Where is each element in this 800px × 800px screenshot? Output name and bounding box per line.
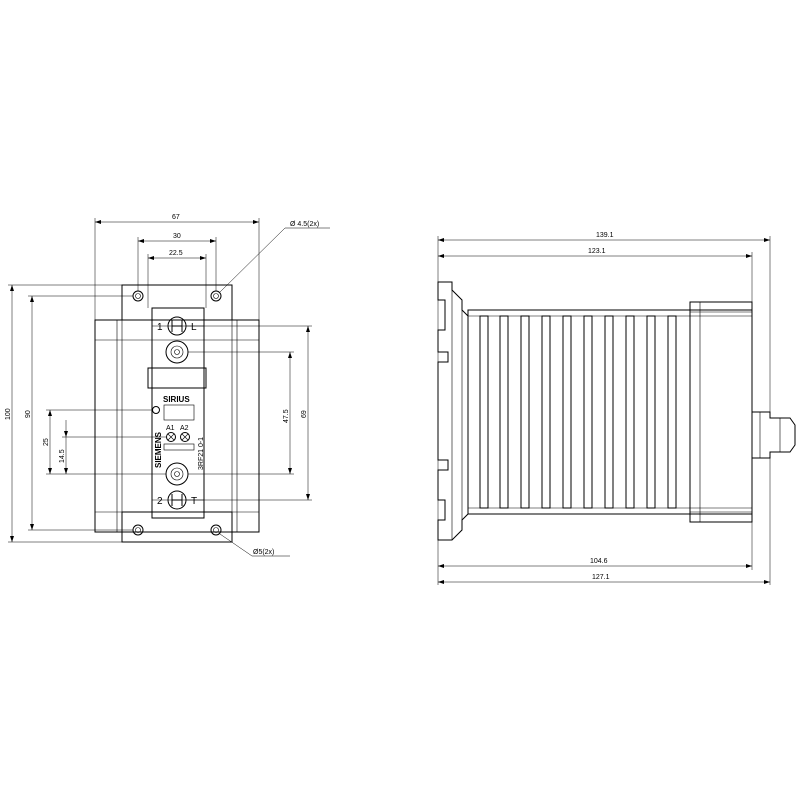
relay-body	[151, 307, 205, 519]
terminal-1-label: 1	[157, 322, 163, 333]
dimension-25: 25	[43, 409, 166, 475]
dimension-139-1: 139.1	[438, 232, 770, 242]
bottom-right-mount-hole	[210, 524, 222, 536]
top-left-mount-hole	[132, 290, 144, 302]
svg-text:Ø5(2x): Ø5(2x)	[253, 549, 274, 556]
dimension-14-5: 14.5	[59, 420, 166, 474]
terminal-a1-label: A1	[166, 425, 175, 432]
order-number: 3RF21 0-1	[198, 437, 205, 470]
sirius-brand: SIRIUS	[163, 395, 190, 404]
label-window	[147, 367, 207, 389]
terminal-t-label: T	[191, 496, 197, 507]
control-terminal-a2	[180, 432, 190, 442]
bottom-left-mount-hole	[132, 524, 144, 536]
cooling-fins	[479, 315, 677, 509]
dimension-127-1: 127.1	[438, 574, 770, 584]
svg-text:Ø 4.5(2x): Ø 4.5(2x)	[290, 221, 319, 228]
end-cap	[689, 301, 753, 523]
terminal-2-label: 2	[157, 496, 163, 507]
hole-leader-top: Ø 4.5(2x)	[219, 221, 330, 293]
dimension-30: 30	[137, 233, 217, 291]
dimension-67: 67	[94, 214, 260, 320]
svg-text:47.5: 47.5	[283, 409, 290, 423]
svg-text:123.1: 123.1	[588, 248, 606, 255]
svg-text:90: 90	[25, 410, 32, 418]
svg-text:25: 25	[43, 438, 50, 446]
terminal-l-label: L	[191, 322, 197, 333]
dimension-100: 100	[5, 284, 122, 543]
svg-text:127.1: 127.1	[592, 574, 610, 581]
svg-text:67: 67	[172, 214, 180, 221]
svg-text:139.1: 139.1	[596, 232, 614, 239]
bottom-mounting-tab	[121, 511, 233, 543]
lower-load-screw	[165, 462, 189, 486]
dimension-69: 69	[186, 325, 312, 501]
svg-text:14.5: 14.5	[59, 449, 66, 463]
svg-text:104.6: 104.6	[590, 558, 608, 565]
dimension-123-1: 123.1	[438, 248, 752, 258]
front-view: 1 L SIRIUS A1 A2 SIEMENS 3RF21 0-1	[5, 214, 330, 557]
dimension-47-5: 47.5	[188, 351, 294, 475]
dimension-90: 90	[25, 295, 133, 531]
upper-load-screw	[165, 340, 189, 364]
dimension-104-6: 104.6	[438, 558, 752, 568]
control-connector	[752, 411, 796, 459]
side-view: 139.1 123.1 104.6 127.1	[437, 232, 796, 585]
hole-leader-bottom: Ø5(2x)	[219, 533, 290, 557]
svg-text:100: 100	[5, 408, 12, 420]
top-right-mount-hole	[210, 290, 222, 302]
terminal-a2-label: A2	[180, 425, 189, 432]
svg-text:22.5: 22.5	[169, 250, 183, 257]
siemens-brand: SIEMENS	[154, 431, 163, 468]
din-clip	[437, 281, 469, 541]
svg-text:69: 69	[301, 410, 308, 418]
heatsink-body	[467, 309, 753, 515]
led-indicator	[152, 406, 160, 414]
control-terminal-a1	[166, 432, 176, 442]
svg-text:30: 30	[173, 233, 181, 240]
dimension-22-5: 22.5	[147, 250, 207, 308]
top-mounting-tab	[121, 284, 233, 321]
